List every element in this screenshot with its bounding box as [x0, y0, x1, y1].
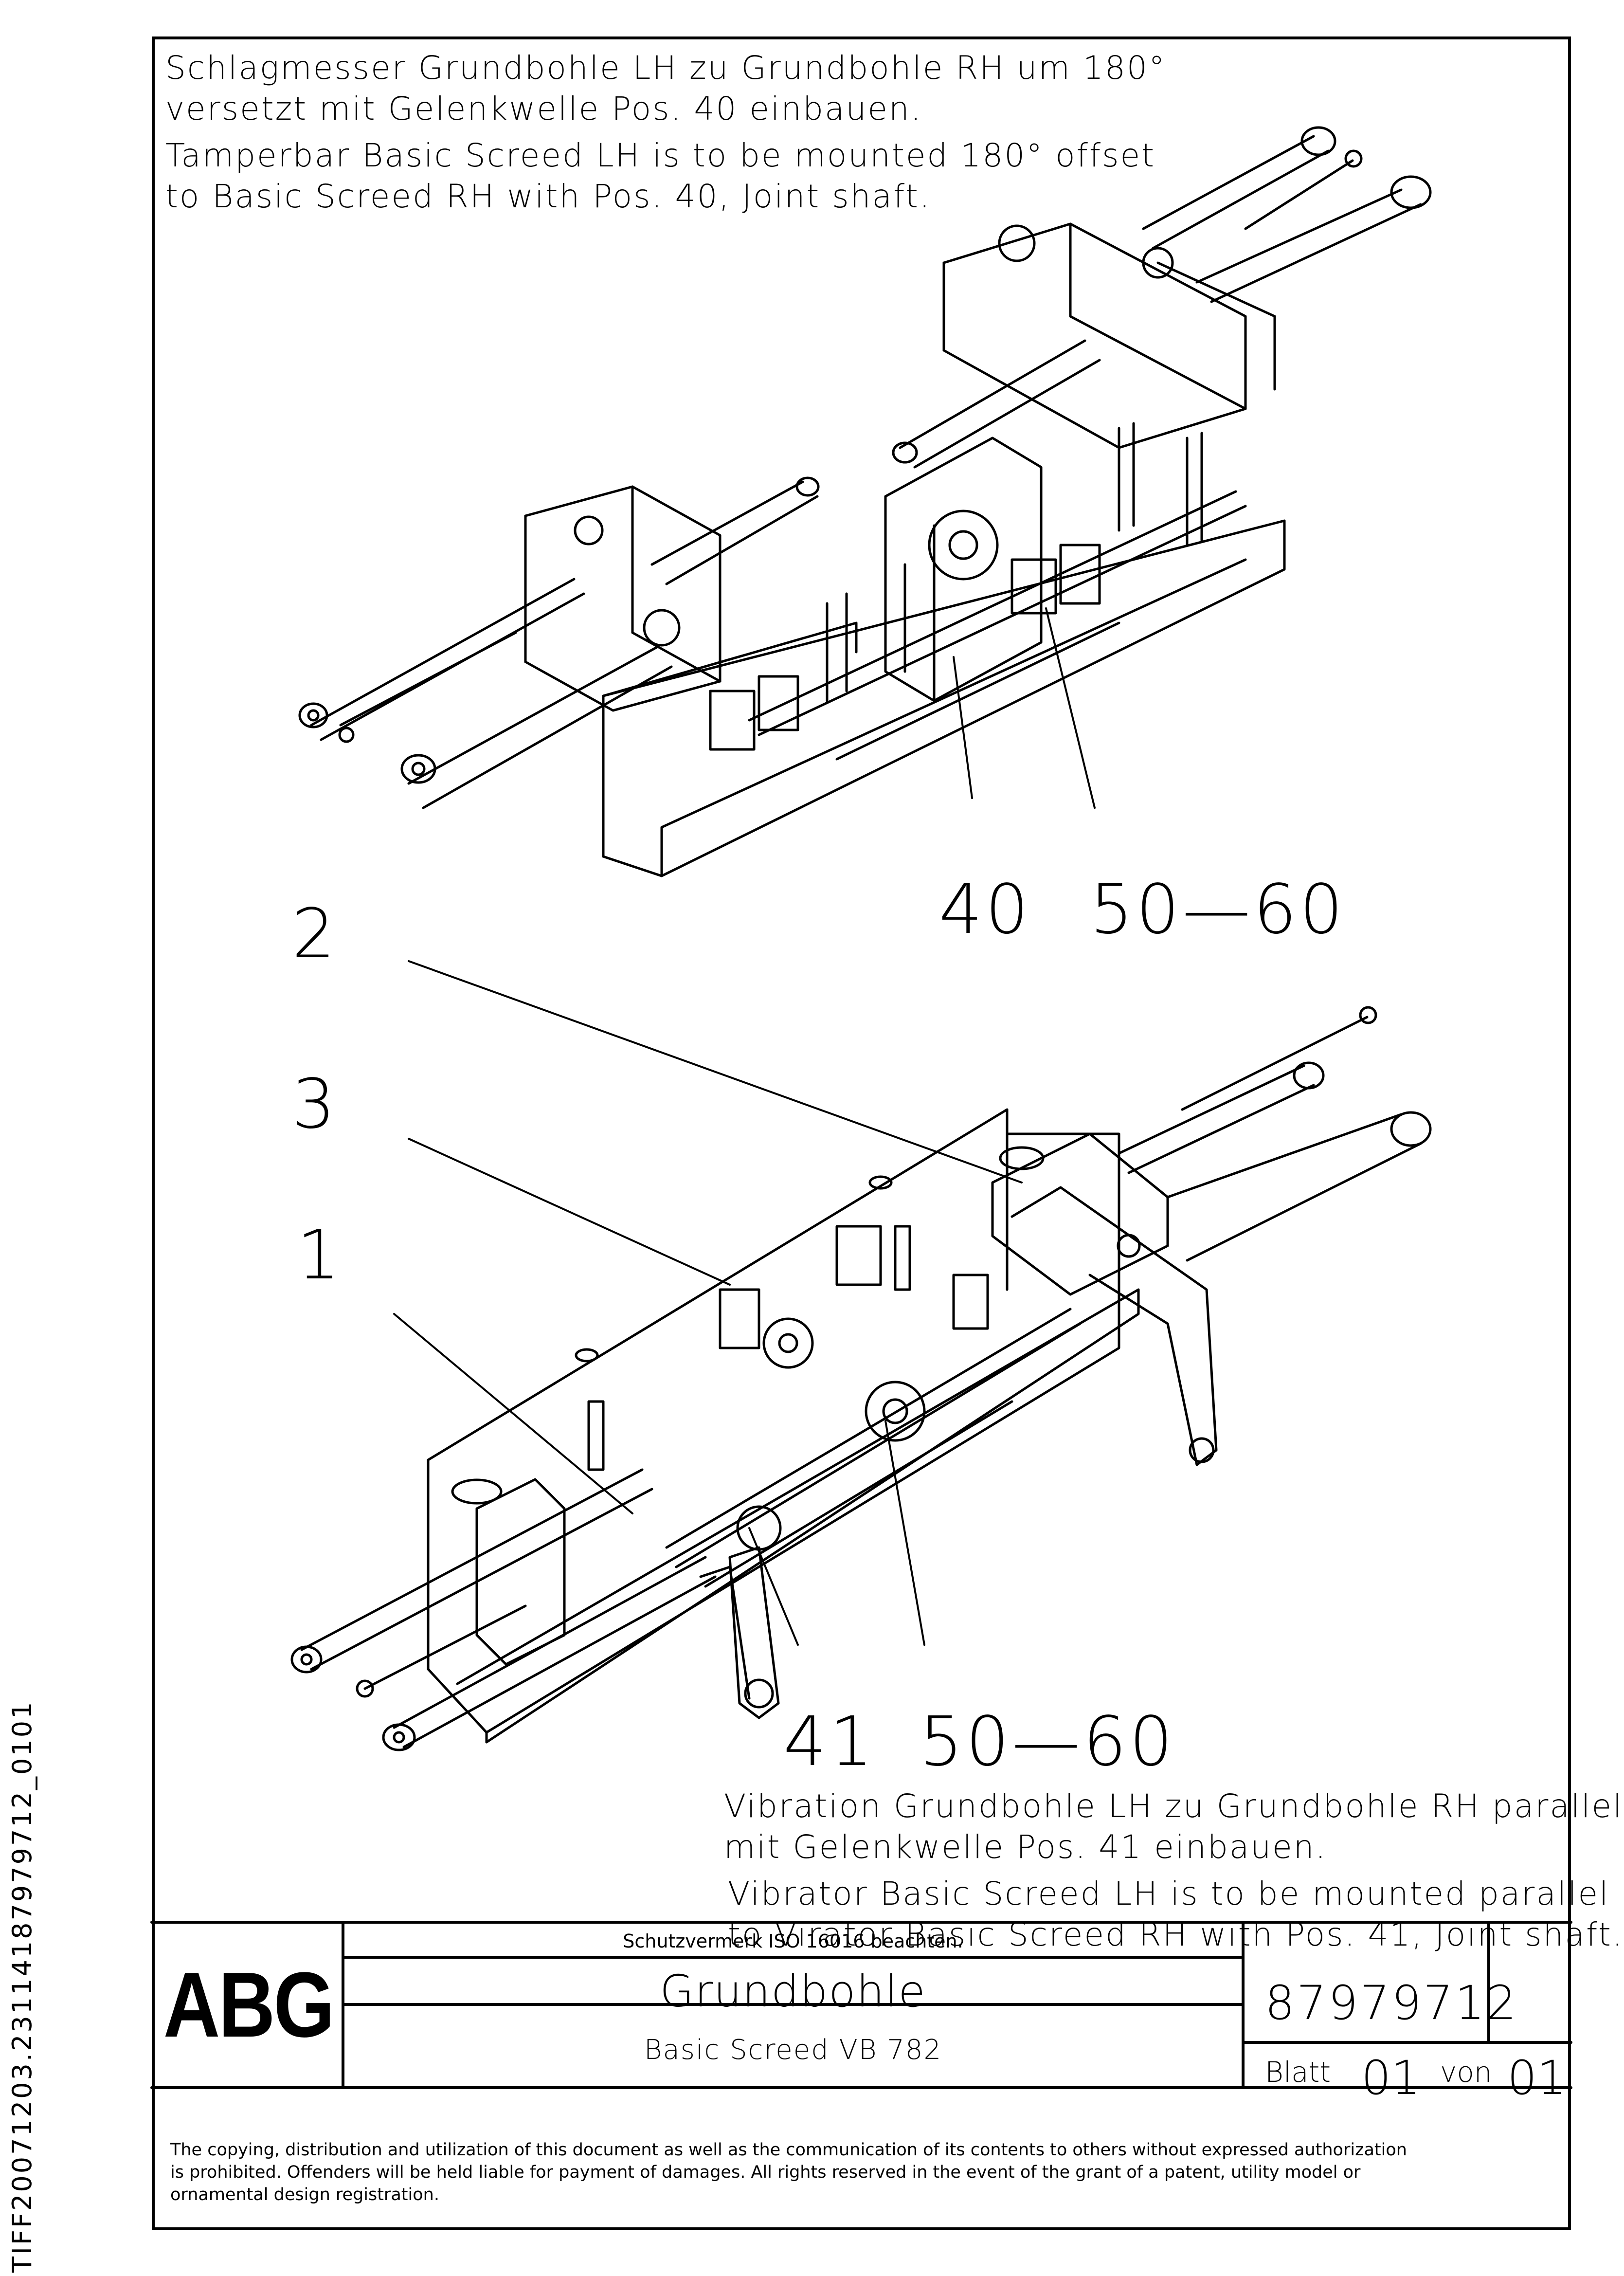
copyright-line: is prohibited. Offenders will be held li…: [170, 2163, 1361, 2182]
copyright-line: The copying, distribution and utilizatio…: [170, 2140, 1407, 2160]
note-bottom-english: Vibrator Basic Screed LH is to be mounte…: [728, 1874, 1624, 1955]
callout-40: 40: [939, 870, 1032, 949]
drawing-subtitle: Basic Screed VB 782: [644, 2034, 942, 2066]
sheet-number: 01: [1361, 2051, 1421, 2105]
callout-50-60-top: 50—60: [1090, 870, 1346, 949]
note-line: Vibration Grundbohle LH zu Grundbohle RH…: [724, 1787, 1624, 1825]
of-label: von: [1440, 2056, 1492, 2089]
note-top-german: Schlagmesser Grundbohle LH zu Grundbohle…: [165, 48, 1166, 129]
drawing-title: Grundbohle: [660, 1966, 926, 2017]
note-line: Vibrator Basic Screed LH is to be mounte…: [728, 1875, 1610, 1912]
top-screed-assembly: [298, 126, 1432, 877]
note-line: versetzt mit Gelenkwelle Pos. 40 einbaue…: [165, 90, 922, 127]
company-logo: ABG: [161, 1947, 336, 2063]
note-line: to Virator Basic Screed RH with Pos. 41,…: [728, 1916, 1624, 1953]
document-number: 87979712: [1265, 1976, 1518, 2030]
note-line: mit Gelenkwelle Pos. 41 einbauen.: [724, 1828, 1327, 1866]
title-block-lines: [150, 1921, 1572, 2089]
note-line: Tamperbar Basic Screed LH is to be mount…: [165, 137, 1155, 174]
bottom-screed-assembly: [290, 1006, 1432, 1751]
note-bottom-german: Vibration Grundbohle LH zu Grundbohle RH…: [724, 1786, 1623, 1868]
sheet-total: 01: [1507, 2051, 1567, 2105]
callout-3: 3: [292, 1065, 339, 1144]
drawing-frame: [152, 36, 1571, 2230]
sheet-label: Blatt: [1265, 2056, 1331, 2089]
protection-note: Schutzvermerk ISO 16016 beachten.: [623, 1930, 963, 1952]
top-leader-lines: [953, 607, 1096, 809]
callout-2: 2: [292, 894, 339, 974]
note-line: Schlagmesser Grundbohle LH zu Grundbohle…: [165, 49, 1166, 87]
side-file-code: TIFF20071203.23114187979712_0101: [7, 1700, 37, 2273]
callout-41: 41: [783, 1702, 876, 1782]
copyright-notice: The copying, distribution and utilizatio…: [170, 2139, 1407, 2206]
note-line: to Basic Screed RH with Pos. 40, Joint s…: [165, 178, 931, 215]
copyright-line: ornamental design registration.: [170, 2185, 439, 2204]
logo-text: ABG: [163, 1953, 335, 2057]
callout-50-60-bottom: 50—60: [920, 1702, 1176, 1782]
callout-1: 1: [297, 1216, 343, 1295]
bottom-leader-lines: [393, 960, 1023, 1646]
note-top-english: Tamperbar Basic Screed LH is to be mount…: [165, 135, 1155, 217]
